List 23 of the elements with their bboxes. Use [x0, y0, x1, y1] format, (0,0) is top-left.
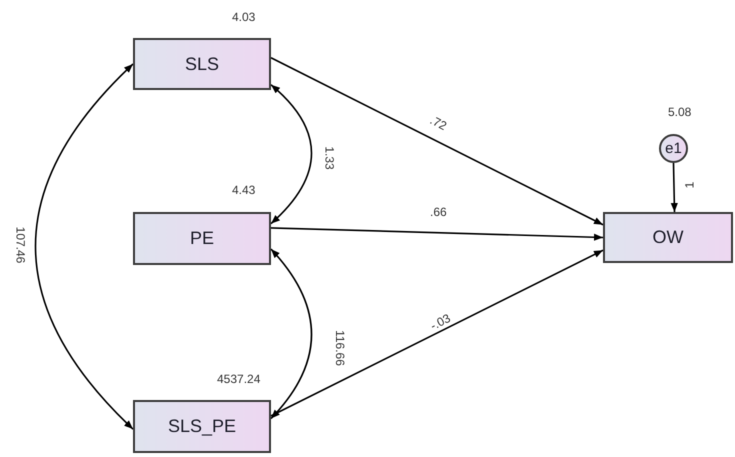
path-arrow — [270, 57, 604, 226]
variable-box: OW — [603, 212, 733, 263]
variance-label: 4537.24 — [217, 372, 260, 386]
path-arrow — [270, 250, 604, 417]
covariance-arrow — [270, 248, 312, 420]
edge-label: 116.66 — [332, 330, 347, 366]
path-arrow — [670, 162, 678, 212]
variance-label: 4.43 — [232, 183, 256, 197]
variable-box: PE — [133, 212, 271, 265]
covariance-arrow — [270, 84, 312, 224]
edge-label: .66 — [430, 205, 447, 219]
edge-label: 107.46 — [13, 226, 28, 264]
edge-label: 1 — [682, 182, 696, 188]
edge-label: 1.33 — [322, 146, 337, 170]
covariance-arrow — [34, 63, 134, 430]
variable-box: SLS_PE — [133, 400, 271, 453]
path-arrow — [270, 227, 604, 241]
variable-box: SLS — [133, 38, 271, 90]
edge-label: .72 — [428, 112, 449, 134]
variance-label: 5.08 — [668, 105, 692, 119]
variance-label: 4.03 — [232, 10, 256, 24]
error-circle: e1 — [659, 134, 688, 163]
edge-label: -.03 — [428, 311, 453, 333]
